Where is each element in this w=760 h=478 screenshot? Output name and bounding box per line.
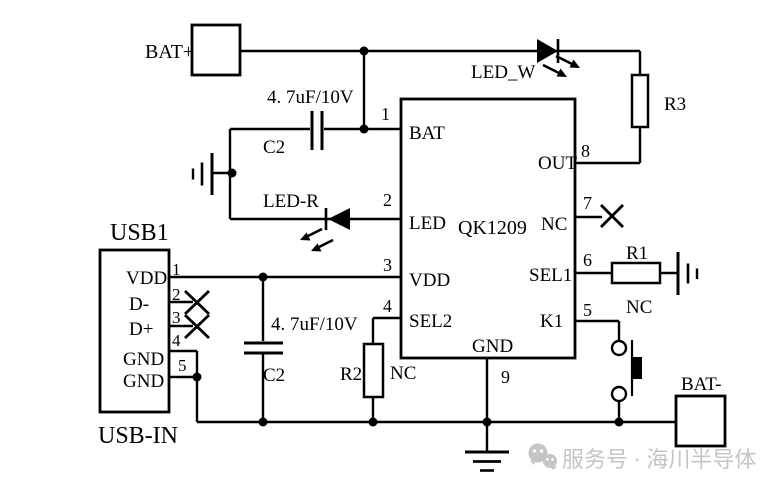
chip-pin8-number: 8	[581, 141, 590, 161]
led-w-emission-arrows	[542, 54, 580, 77]
usb-in-label: USB-IN	[98, 423, 178, 449]
bat-plus-label: BAT+	[145, 41, 194, 63]
pushbutton-k1	[610, 339, 642, 403]
chip-pin3-number: 3	[383, 255, 392, 275]
no-connect-x-usb-d-plus	[184, 313, 210, 340]
chip-pin4-name: SEL2	[409, 311, 452, 332]
r3-refdes: R3	[664, 94, 686, 115]
usb-pin1-name: VDD	[126, 268, 167, 289]
usb-connector-body	[98, 248, 171, 414]
chip-pin4-number: 4	[383, 296, 392, 316]
usb-pin5-name: GND	[123, 371, 164, 392]
wechat-icon	[528, 443, 557, 470]
chip-pin7-name: NC	[541, 214, 567, 235]
chip-pin2-number: 2	[383, 190, 392, 210]
usb-pin5-number: 5	[178, 356, 187, 375]
chip-pin1-number: 1	[381, 104, 390, 124]
capacitor-c2-bottom	[244, 341, 283, 355]
chip-pin5-name: K1	[540, 311, 563, 332]
resistor-r3	[630, 73, 650, 129]
no-connect-x-chip-pin7	[600, 204, 624, 228]
earth-ground-symbol	[465, 450, 509, 472]
ground-symbol-r1	[676, 252, 699, 295]
usb-pin4-number: 4	[172, 331, 181, 350]
chip-pin5-number: 5	[583, 300, 592, 320]
capacitor-c2-top	[310, 111, 324, 150]
chip-pin3-name: VDD	[409, 270, 450, 291]
bat-minus-terminal	[674, 394, 727, 448]
led-r-label: LED-R	[263, 191, 319, 212]
chip-pin6-number: 6	[583, 250, 592, 270]
c2-top-refdes: C2	[263, 137, 285, 158]
usb-pin3-number: 3	[172, 308, 181, 327]
no-connect-x-usb-d-minus	[184, 289, 210, 316]
c2-bottom-value: 4. 7uF/10V	[271, 314, 358, 335]
c2-top-value: 4. 7uF/10V	[267, 87, 354, 108]
led-r-emission-arrows	[300, 227, 334, 252]
r1-nc-label: NC	[626, 297, 652, 318]
bat-plus-terminal	[190, 23, 242, 77]
usb-pin3-name: D+	[129, 319, 153, 340]
chip-pin1-name: BAT	[409, 123, 445, 144]
chip-pin7-number: 7	[583, 193, 592, 213]
usb-pin2-number: 2	[172, 285, 181, 304]
chip-body	[399, 97, 577, 360]
led-w-symbol	[537, 39, 580, 77]
ground-symbol-left	[191, 153, 214, 195]
junction-dots	[192, 46, 624, 427]
watermark-text: 服务号 · 海川半导体	[562, 447, 756, 472]
r2-nc-label: NC	[390, 363, 416, 384]
usb-pin4-name: GND	[123, 349, 164, 370]
c2-bottom-refdes: C2	[263, 365, 285, 386]
chip-pin2-name: LED	[409, 213, 446, 234]
r2-refdes: R2	[340, 364, 362, 385]
led-w-label: LED_W	[471, 62, 535, 83]
usb-pin1-number: 1	[172, 260, 181, 279]
r1-refdes: R1	[626, 243, 648, 264]
chip-part-label: QK1209	[458, 217, 527, 239]
usb-refdes: USB1	[110, 220, 169, 246]
chip-pin8-name: OUT	[538, 153, 577, 174]
led-r-symbol	[300, 208, 350, 252]
chip-pin6-name: SEL1	[529, 265, 572, 286]
resistor-r1	[610, 261, 662, 285]
chip-pin9-name: GND	[472, 336, 513, 357]
resistor-r2	[362, 342, 385, 399]
bat-minus-label: BAT-	[681, 374, 721, 395]
chip-pin9-number: 9	[501, 367, 510, 387]
usb-pin2-name: D-	[129, 294, 149, 315]
